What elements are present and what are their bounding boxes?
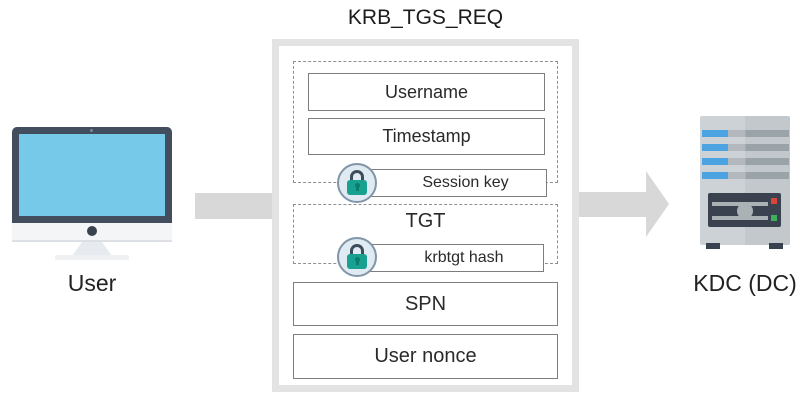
lock-keyhole [354,257,360,262]
arrow-user-to-request [195,193,272,219]
kdc-server-icon [700,116,790,249]
server-vent-stripe [702,130,789,137]
user-label: User [67,270,117,296]
lock-keyhole [354,183,360,188]
krb-tgs-req-box: Username Timestamp Session key TGT krbtg… [272,39,579,392]
server-vent-stripe [702,144,789,151]
server-drive-panel [708,193,781,227]
server-foot [769,243,783,249]
server-knob [737,203,753,219]
lock-keystem [356,186,359,191]
server-vent-stripe [702,172,789,179]
field-user-nonce: User nonce [293,334,558,379]
arrow-request-to-kdc [579,192,646,217]
tgt-label: TGT [405,210,446,232]
session-key-box: Session key [350,169,547,197]
monitor-logo-dot [87,226,97,236]
green-led-indicator [771,215,777,221]
monitor-chin-shadow [12,240,172,242]
field-username: Username [308,73,545,111]
server-foot [706,243,720,249]
field-spn: SPN [293,282,558,326]
session-key-label: Session key [422,174,509,191]
kdc-label: KDC (DC) [693,270,797,296]
krbtgt-hash-label: krbtgt hash [424,249,504,266]
lock-icon [337,163,377,203]
krbtgt-hash-box: krbtgt hash [350,244,544,272]
red-led-indicator [771,198,777,204]
drive-bay-slot [712,216,768,220]
camera-dot [90,129,93,132]
monitor-stand-neck [72,242,112,256]
server-vent-stripe [702,158,789,165]
lock-keystem [356,260,359,265]
lock-shackle [350,170,364,184]
lock-shackle [350,244,364,258]
monitor-screen [19,134,165,216]
arrow-right-head-icon [646,171,669,237]
field-timestamp: Timestamp [308,118,545,155]
lock-icon [337,237,377,277]
monitor-stand-base [55,255,129,260]
diagram-title: KRB_TGS_REQ [347,6,504,29]
